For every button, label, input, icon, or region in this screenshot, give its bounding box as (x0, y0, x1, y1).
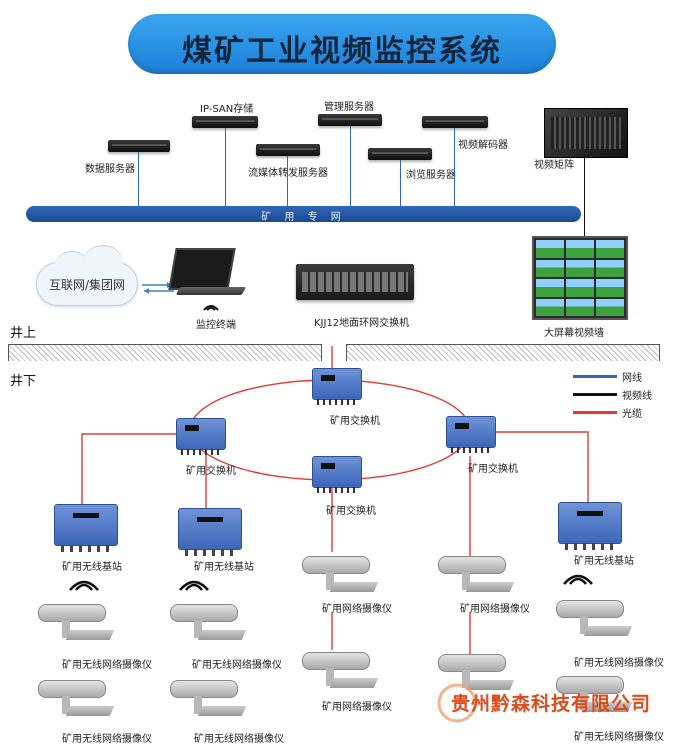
video-decoder-label: 视频解码器 (458, 140, 508, 151)
wireless-camera (170, 604, 248, 644)
watermark-ring-icon (437, 683, 477, 723)
manage-server-label: 管理服务器 (324, 102, 374, 113)
exchange-arrows-icon (142, 282, 174, 294)
legend-video-label: 视频线 (622, 391, 652, 402)
connector-line (138, 152, 139, 206)
base-station-1-label: 矿用无线基站 (62, 562, 122, 573)
legend-network-label: 网线 (622, 373, 642, 384)
wireless-camera-label: 矿用无线网络摄像仪 (574, 658, 664, 669)
mine-switch-top-label: 矿用交换机 (330, 416, 380, 427)
fiber-to-bs5 (494, 431, 589, 502)
bus-label: 矿 用 专 网 (261, 212, 346, 223)
mine-switch-bottom-label: 矿用交换机 (326, 506, 376, 517)
ground-ring-switch (296, 264, 414, 300)
title-banner: 煤矿工业视频监控系统 (128, 14, 556, 74)
network-camera (302, 652, 380, 692)
mine-switch-left-label: 矿用交换机 (186, 466, 236, 477)
base-station-2 (178, 508, 242, 556)
video-matrix (544, 108, 628, 158)
mine-switch-top (312, 368, 362, 405)
video-wall-label: 大屏幕视频墙 (544, 328, 604, 339)
connector-line (350, 126, 351, 206)
wireless-camera (170, 680, 248, 720)
legend-network-line (573, 375, 617, 378)
terminal-label: 监控终端 (196, 320, 236, 331)
mine-switch-right-label: 矿用交换机 (468, 464, 518, 475)
wireless-camera (556, 676, 634, 716)
network-camera (438, 654, 516, 694)
internet-label: 互联网/集团网 (48, 278, 126, 292)
fiber-to-bs1 (81, 433, 176, 504)
legend-video-line (573, 393, 617, 396)
internet-cloud: 互联网/集团网 (36, 245, 138, 306)
connector-line (454, 128, 455, 206)
above-ground-label: 井上 (10, 326, 37, 341)
watermark-text: 贵州黔森科技有限公司 (451, 693, 652, 715)
video-wall (532, 236, 628, 320)
ipsan-storage (192, 116, 258, 128)
matrix-to-wall-line (584, 156, 585, 236)
mine-switch-right (446, 416, 496, 453)
base-station-5-label: 矿用无线基站 (574, 556, 634, 567)
browse-server-label: 浏览服务器 (406, 170, 456, 181)
connector-line (225, 128, 226, 206)
wireless-camera-label: 矿用无线网络摄像仪 (62, 734, 152, 745)
legend-fiber-line (573, 411, 617, 414)
video-matrix-label: 视频矩阵 (534, 160, 574, 171)
manage-server (318, 114, 382, 126)
wireless-camera-label: 矿用无线网络摄像仪 (62, 660, 152, 671)
network-camera (302, 556, 380, 596)
ground-surface-left (8, 344, 322, 361)
below-ground-label: 井下 (10, 374, 37, 389)
wifi-icon (203, 305, 219, 311)
network-camera-label: 矿用网络摄像仪 (322, 604, 392, 615)
data-server (108, 140, 170, 152)
mine-network-bus: 矿 用 专 网 (26, 206, 581, 223)
ipsan-storage-label: IP-SAN存储 (200, 104, 254, 115)
wireless-camera-label: 矿用无线网络摄像仪 (194, 734, 284, 745)
ground-surface-right (346, 344, 660, 361)
ring-switch-label: KJJ12地面环网交换机 (314, 318, 410, 329)
wireless-signal-icon (69, 580, 99, 591)
network-camera-label: 矿用网络摄像仪 (460, 604, 530, 615)
data-server-label: 数据服务器 (85, 164, 135, 175)
wireless-signal-icon (563, 574, 593, 585)
browse-server (368, 148, 432, 160)
stream-server-label: 流媒体转发服务器 (248, 168, 328, 179)
base-station-1 (54, 504, 118, 552)
base-station-2-label: 矿用无线基站 (194, 562, 254, 573)
page-title: 煤矿工业视频监控系统 (182, 34, 502, 69)
video-decoder (422, 116, 488, 128)
wireless-camera-label: 矿用无线网络摄像仪 (574, 732, 664, 743)
connector-line (400, 160, 401, 206)
network-camera-label: 矿用网络摄像仪 (322, 702, 392, 713)
wireless-camera (556, 600, 634, 640)
base-station-5 (558, 502, 622, 550)
legend-fiber-label: 光缆 (622, 409, 642, 420)
wireless-camera (38, 604, 116, 644)
mine-switch-bottom (312, 456, 362, 493)
connector-line (287, 156, 288, 206)
wireless-camera (38, 680, 116, 720)
wireless-camera-label: 矿用无线网络摄像仪 (192, 660, 282, 671)
network-camera (438, 556, 516, 596)
mine-switch-left (176, 418, 226, 455)
stream-server (256, 144, 320, 156)
wireless-signal-icon (179, 580, 209, 591)
company-watermark: 贵州黔森科技有限公司 (437, 682, 657, 724)
